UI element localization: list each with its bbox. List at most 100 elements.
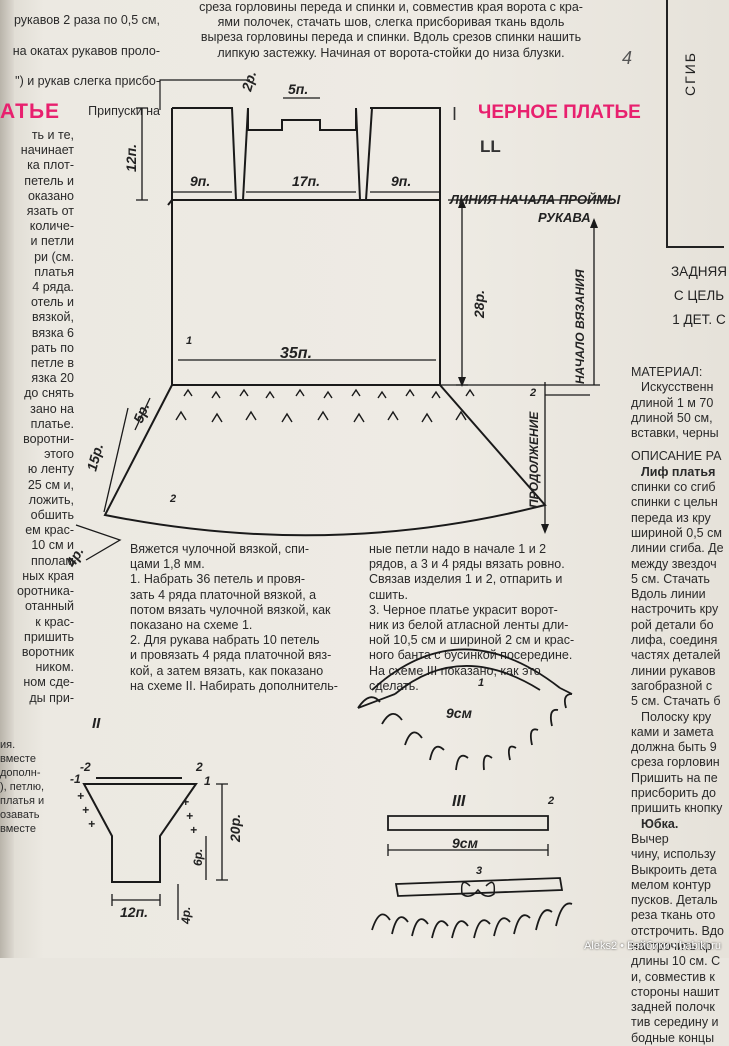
label-collar-2: 2 <box>547 795 554 807</box>
text-line: оротника- <box>16 584 74 599</box>
text-line: должна быть 9 <box>631 740 717 755</box>
text-line: загобразной с <box>631 678 713 693</box>
label-plus: + <box>77 789 84 803</box>
label-9p-left: 9п. <box>190 173 210 189</box>
text-line: пришить <box>24 629 74 644</box>
label-17p: 17п. <box>292 173 320 189</box>
text-line: озавать <box>0 809 40 821</box>
text-line: и, совместив к <box>631 969 715 984</box>
instructions-column-2: ные петли надо в начале 1 и 2 рядов, а 3… <box>369 542 575 693</box>
text-line: тив середину и <box>631 1015 719 1030</box>
text-line: переда из кру <box>631 510 711 525</box>
text-line: мелом контур <box>631 877 711 892</box>
text-line: рукавов 2 раза по 0,5 см, <box>13 13 160 28</box>
label-part-2-right: 2 <box>529 387 536 399</box>
text-line: воротни- <box>23 432 74 447</box>
text-line: МАТЕРИАЛ: <box>631 365 703 379</box>
label-5p: 5п. <box>288 81 308 97</box>
text-line: ри (см. <box>34 249 74 264</box>
text-line: частях деталей <box>631 648 721 663</box>
text-line: на окатах рукавов проло- <box>12 43 160 58</box>
scheme-ii-sleeve <box>82 777 228 920</box>
label-4r-sleeve: 4р. <box>179 907 193 925</box>
text-line: Полоску кру <box>641 709 712 724</box>
page-fold-shadow <box>0 0 14 958</box>
label-28r: 28р. <box>471 290 487 319</box>
text-line: оказано <box>27 188 74 203</box>
article-title: ЧЕРНОЕ ПЛАТЬЕ <box>478 102 641 123</box>
text-line: линии сгиба. Де <box>631 541 724 556</box>
label-12p: 12п. <box>123 144 139 172</box>
text-line: и петли <box>30 234 75 249</box>
text-line: вставки, черны <box>631 426 719 441</box>
text-line: вязка 6 <box>31 325 74 340</box>
text-line: воротник <box>21 644 74 659</box>
label-5r: 5р. <box>130 400 152 425</box>
text-line: ем крас- <box>25 523 74 538</box>
left-column-bottom-text: ия. вместе дополн- ), петлю, платья и озавать… <box>0 738 60 836</box>
text-line: до снять <box>24 386 74 401</box>
label-collar-3: 3 <box>476 865 482 877</box>
text-line: ть и те, <box>31 128 74 142</box>
label-plus: + <box>182 795 189 809</box>
text-line: задней полочк <box>631 1000 715 1015</box>
text-line: шириной 0,5 см <box>631 525 722 540</box>
text-line: ка плот- <box>27 158 74 173</box>
label-part-1: 1 <box>186 335 192 347</box>
text-line: дополн- <box>0 767 41 779</box>
label-plus: + <box>82 803 89 817</box>
text-line: 4 ряда. <box>32 280 74 295</box>
label-2-right: 2 <box>195 760 203 774</box>
arrow-icon <box>458 377 466 387</box>
text-line: спинки с цельн <box>631 495 718 510</box>
scheme-ii-labels: II -2 -1 2 1 + + + + + + 20р. 6р. 12п. 4… <box>70 715 243 925</box>
text-line: зано на <box>30 401 74 416</box>
text-line: ложить, <box>28 492 74 507</box>
watermark: Aleks2 • Бэйбики • babiki.ru <box>584 940 721 952</box>
text-line: пусков. Деталь <box>631 893 718 908</box>
text-line: количе- <box>29 219 74 234</box>
text-line: Вычер <box>631 831 669 846</box>
label-sleeve: РУКАВА <box>538 210 591 225</box>
text-line: чину, использу <box>631 847 716 862</box>
text-line: вместе <box>0 753 36 765</box>
text-line: платья и <box>0 795 45 807</box>
text-line: язать от <box>26 204 74 219</box>
text-line: ия. <box>0 739 16 751</box>
text-line: настрочить кру <box>631 602 719 617</box>
text-line: платья <box>34 264 74 279</box>
arrow-icon <box>541 524 549 534</box>
text-line: 5 см. Стачать б <box>631 694 721 709</box>
label-35p: 35п. <box>280 345 312 362</box>
text-line: вязкой, <box>31 310 74 325</box>
text-line: рать по <box>30 340 74 355</box>
scheme-i-bodice <box>75 79 612 561</box>
top-instruction-text: среза горловины переда и спинки и, совме… <box>199 0 583 60</box>
scheme-iii-collar <box>357 648 573 939</box>
arrow-icon <box>590 218 598 228</box>
magazine-page <box>0 0 729 958</box>
scheme-i-stitch-marks <box>175 388 475 423</box>
text-line: пришить кнопку <box>631 801 723 816</box>
text-line: ками и замета <box>631 724 714 739</box>
text-line: отанный <box>25 599 74 614</box>
scheme-iii-roman: III <box>452 793 466 810</box>
text-line: этого <box>44 447 74 462</box>
text-line: 1 ДЕТ. С <box>672 312 726 327</box>
label-9p-right: 9п. <box>391 173 411 189</box>
label-plus: + <box>190 823 197 837</box>
text-line: вместе <box>0 823 36 835</box>
scheme-ii-roman: II <box>92 715 101 732</box>
text-line: ОПИСАНИЕ РА <box>631 449 722 464</box>
text-line: ), петлю, <box>0 781 45 793</box>
text-line: ником. <box>35 660 74 675</box>
label-collar-1: 1 <box>478 677 484 689</box>
label-1-right: 1 <box>204 774 211 788</box>
text-line: между звездоч <box>631 556 717 571</box>
pencil-mark: 4 <box>622 48 633 68</box>
text-line: пполам <box>30 553 74 568</box>
text-line: стороны нашит <box>631 984 720 999</box>
text-line: длиной 50 см, <box>631 410 713 425</box>
text-line: петель и <box>24 173 74 188</box>
label-20r: 20р. <box>227 814 243 843</box>
